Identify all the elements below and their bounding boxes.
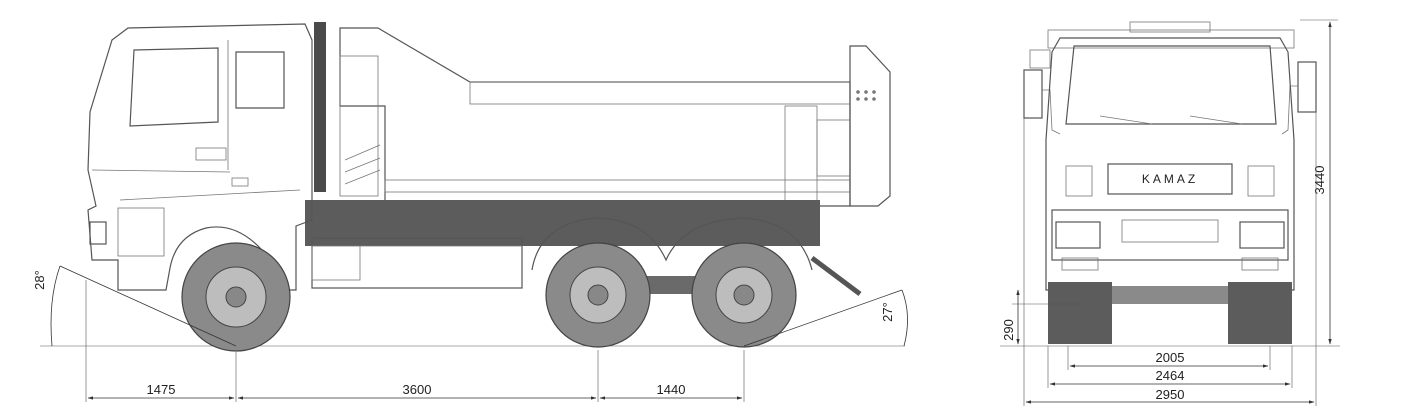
departure-angle-line xyxy=(743,289,903,347)
hydraulic-cylinder xyxy=(339,55,381,197)
side-view: 28° 27° 1475 3600 1440 xyxy=(32,22,908,402)
front-cab xyxy=(1045,37,1295,291)
bumper xyxy=(1051,209,1289,261)
cab xyxy=(87,23,313,291)
front-right-tire xyxy=(1228,282,1292,344)
front-track-label: 2464 xyxy=(1156,368,1185,383)
chassis-frame xyxy=(305,200,862,296)
front-left-tire xyxy=(1048,282,1112,344)
ground-clearance-label: 290 xyxy=(1001,319,1016,341)
right-headlight xyxy=(1239,221,1285,249)
front-wheel xyxy=(181,242,291,352)
front-view: KAMAZ 3440 290 2005 2 xyxy=(1000,19,1340,406)
right-mirror xyxy=(1297,61,1317,113)
exhaust-stack xyxy=(314,22,326,192)
rear-track-label: 2005 xyxy=(1156,350,1185,365)
approach-angle-line xyxy=(59,265,237,347)
left-headlight xyxy=(1055,221,1101,249)
front-overhang-label: 1475 xyxy=(147,382,176,397)
front-axle xyxy=(1086,286,1254,304)
overall-height-label: 3440 xyxy=(1312,166,1327,195)
left-mirror xyxy=(1023,69,1043,119)
rear-wheel-2 xyxy=(691,242,797,348)
windshield xyxy=(1065,45,1277,125)
rear-overhang-label: 1440 xyxy=(657,382,686,397)
grille xyxy=(1107,163,1233,195)
departure-angle-arc xyxy=(901,289,908,347)
overall-width-label: 2950 xyxy=(1156,387,1185,402)
wheelbase-label: 3600 xyxy=(403,382,432,397)
departure-angle-label: 27° xyxy=(880,302,895,322)
approach-angle-arc xyxy=(50,265,61,347)
rear-wheel-1 xyxy=(545,242,651,348)
approach-angle-label: 28° xyxy=(32,270,47,290)
brand-badge: KAMAZ xyxy=(1142,172,1198,186)
dump-body xyxy=(339,27,891,207)
rear-fenders xyxy=(531,217,813,271)
